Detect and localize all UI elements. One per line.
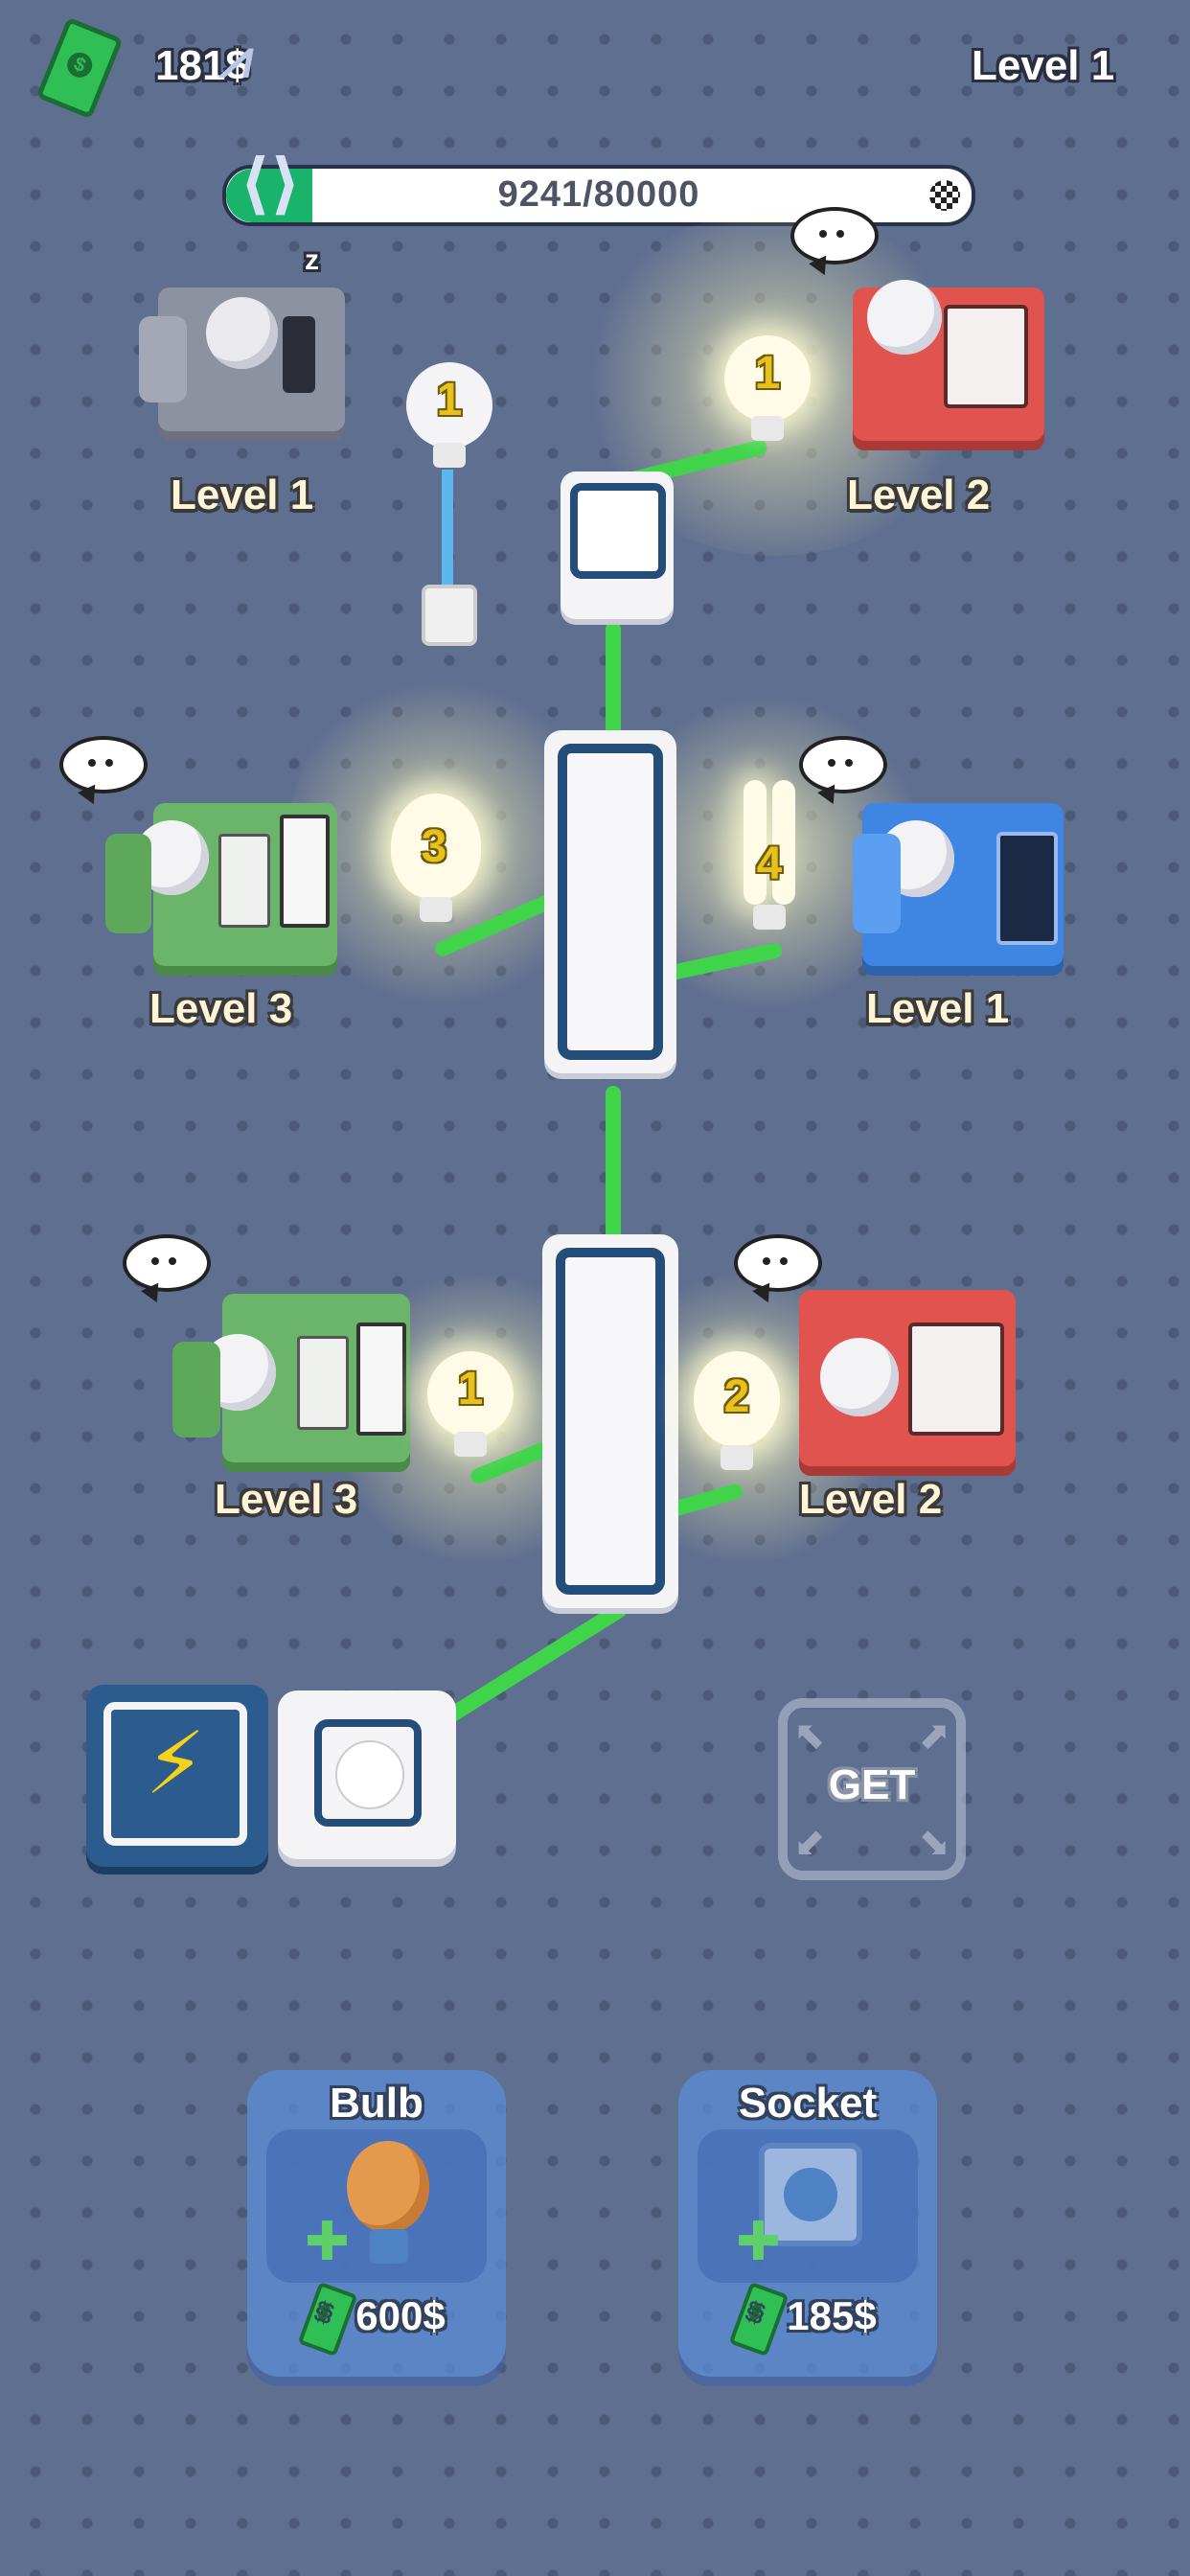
speech-bubble-icon: [799, 736, 887, 794]
bulb-number: 2: [723, 1371, 750, 1422]
bulb-number: 3: [421, 821, 447, 872]
blue-cable: [442, 470, 453, 594]
worker-avatar: [867, 280, 942, 355]
worker-level-label: Level 3: [215, 1476, 358, 1523]
bulb-number: 1: [436, 375, 463, 426]
bulb-number: 4: [756, 839, 783, 889]
get-button[interactable]: ⬉⬈ ⬋⬊ GET: [778, 1698, 966, 1880]
progress-bar: 9241/80000: [222, 165, 975, 226]
plus-icon: ✚: [305, 2211, 350, 2271]
sleep-z-icon: ⩘: [217, 28, 259, 88]
price-label: 185$: [787, 2293, 877, 2339]
buy-bulb-button[interactable]: Bulb ✚ 600$: [247, 2070, 506, 2377]
card-title: Bulb: [330, 2080, 423, 2127]
worker-level-label: Level 2: [847, 472, 991, 518]
expand-arrows-icon: ⬉⬈ ⬋⬊: [793, 1714, 950, 1864]
bulb-number: 1: [754, 348, 781, 399]
speech-bubble-icon: [734, 1234, 822, 1292]
cash-icon: [297, 2281, 358, 2358]
price-label: 600$: [355, 2293, 446, 2339]
power-strip-upper[interactable]: [544, 730, 676, 1073]
cash-icon: [728, 2281, 790, 2358]
swipe-hint-icon: ⟨⟩: [240, 146, 301, 220]
money-icon: $: [35, 16, 124, 120]
progress-fill: [226, 169, 312, 222]
plug-icon[interactable]: [422, 585, 477, 646]
socket-icon: [759, 2143, 862, 2246]
monitor: [280, 815, 330, 928]
chair: [139, 316, 187, 402]
laptop: [944, 305, 1028, 408]
level-indicator: Level 1: [972, 42, 1115, 89]
laptop: [908, 1322, 1004, 1436]
monitor: [356, 1322, 406, 1436]
worker-avatar: [206, 297, 278, 369]
worker-level-label: Level 1: [171, 472, 314, 518]
sleep-z: z: [305, 244, 319, 276]
power-strip-lower[interactable]: [542, 1234, 678, 1608]
bulb-base-icon: [370, 2229, 408, 2264]
keyboard: [297, 1336, 349, 1430]
generator[interactable]: ⚡: [86, 1685, 268, 1867]
chair: [853, 834, 901, 933]
progress-text: 9241/80000: [497, 174, 700, 215]
bulb-icon: [347, 2141, 429, 2233]
card-title: Socket: [738, 2080, 878, 2127]
monitor: [283, 316, 315, 393]
speech-bubble-icon: [59, 736, 148, 794]
bulb-number: 1: [457, 1364, 484, 1414]
speech-bubble-icon: [123, 1234, 211, 1292]
speech-bubble-icon: [790, 207, 879, 264]
main-socket[interactable]: [278, 1690, 456, 1859]
wall-socket-top[interactable]: [561, 472, 674, 619]
worker-avatar: [820, 1338, 899, 1416]
get-button-label: GET: [828, 1761, 916, 1808]
chair: [105, 834, 151, 933]
buy-socket-button[interactable]: Socket ✚ 185$: [678, 2070, 937, 2377]
plus-icon: ✚: [736, 2211, 781, 2271]
worker-level-label: Level 1: [866, 985, 1010, 1032]
keyboard: [218, 834, 270, 928]
worker-level-label: Level 3: [149, 985, 293, 1032]
lightning-icon: ⚡: [145, 1716, 206, 1812]
chair: [172, 1342, 220, 1438]
worker-level-label: Level 2: [799, 1476, 943, 1523]
money-counter: 181$: [155, 42, 249, 89]
laptop: [996, 832, 1058, 945]
finish-flag-icon: [929, 180, 960, 211]
